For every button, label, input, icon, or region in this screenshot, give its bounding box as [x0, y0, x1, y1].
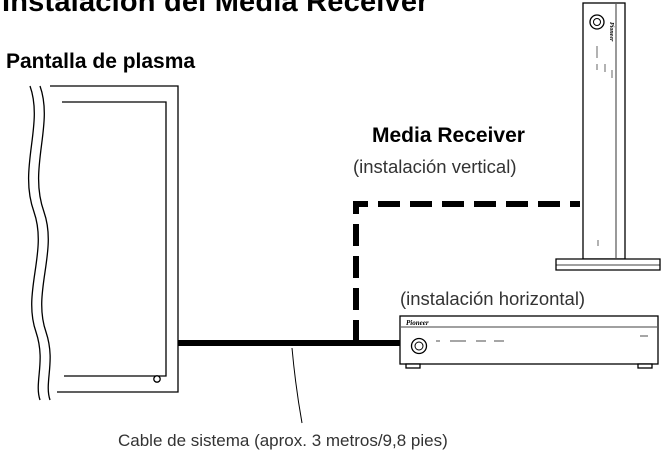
vertical-stand — [555, 258, 661, 271]
media-receiver-vertical: Pioneer — [555, 2, 661, 271]
plasma-power-indicator — [153, 375, 161, 383]
plasma-frame-inner — [62, 101, 167, 377]
vertical-install-label: (instalación vertical) — [353, 156, 517, 177]
media-receiver-label: Media Receiver — [372, 124, 525, 147]
horizontal-brand-logo: Pioneer — [406, 319, 429, 327]
plasma-display — [27, 85, 179, 401]
horizontal-receiver-body — [399, 315, 659, 365]
horizontal-install-label: (instalación horizontal) — [400, 288, 586, 309]
plasma-wavy-edge-outer — [27, 85, 41, 401]
cable-leader-line — [291, 347, 303, 424]
horizontal-foot-right — [637, 363, 653, 369]
vertical-brand-logo: Pioneer — [608, 22, 614, 42]
vertical-receiver-body — [582, 2, 626, 260]
system-cable-label: Cable de sistema (aprox. 3 metros/9,8 pi… — [118, 431, 448, 450]
plasma-wavy-edge-inner — [37, 85, 51, 401]
dashed-cable-to-vertical-receiver — [353, 201, 580, 342]
horizontal-foot-left — [405, 363, 421, 369]
media-receiver-horizontal: Pioneer — [399, 315, 659, 369]
plasma-display-label: Pantalla de plasma — [6, 50, 196, 73]
plasma-frame-outer — [50, 85, 179, 393]
section-title: Instalación del Media Receiver — [2, 0, 429, 18]
